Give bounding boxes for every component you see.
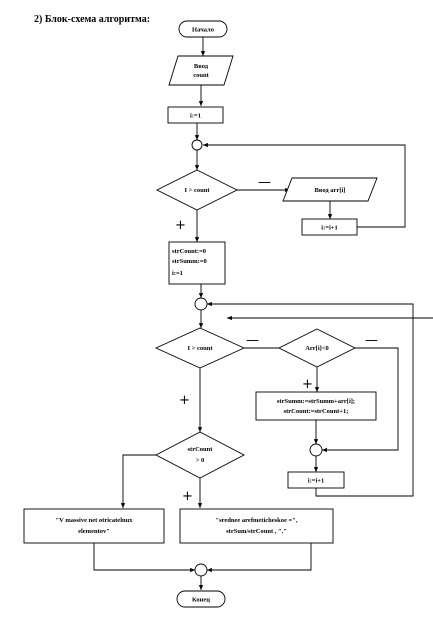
init-i-label: i:=1 [190,113,201,120]
input-count-block: Ввод count [168,55,234,86]
diagram-heading: 2) Блок-схема алгоритма: [34,14,150,25]
arr-negative-label: Arr[i]<0 [305,345,329,352]
accumulate-line-1: strSumm:=strSumm+arr[i]; [277,398,355,405]
accumulate-block: strSumm:=strSumm+arr[i]; strCount:=strCo… [255,391,377,421]
loop1-condition-label: I > count [184,187,210,194]
plus-sign: + [302,377,313,392]
input-arr-label: Ввод arr[i] [315,187,346,194]
init-block-line-3: i:=1 [172,270,183,277]
init-block: strCount:=0 strSumm:=0 i:=1 [168,241,226,285]
minus-sign: — [246,333,259,348]
output-no-negatives-line-1: "V massive net otricatelnux [56,517,134,524]
count-positive-line-2: > 0 [196,457,205,464]
loop2-back-arrow [207,301,414,497]
loop1-condition: I > count [155,169,239,211]
loop1-increment-label: i:=i+1 [321,225,337,232]
start-label: Начало [192,27,214,34]
input-arr-block: Ввод arr[i] [282,177,378,202]
output-average-line-2: strSum/strCount , "." [226,528,287,535]
output-average: "srednee arefmeticheskoe =", strSum/strC… [179,508,334,544]
output-no-negatives: "V massive net otricatelnux elementov" [23,508,165,544]
loop1-increment-block: i:=i+1 [301,218,358,236]
start-terminator: Начало [178,20,228,38]
count-positive-line-1: strCount [188,446,214,453]
count-positive-condition: strCount > 0 [155,431,245,479]
plus-sign: + [179,393,190,408]
merge-arrow-left [93,543,195,573]
end-label: Конец [192,597,210,604]
count-no-arrow [120,454,156,508]
output-no-negatives-line-2: elementov" [78,528,110,535]
loop2-condition: I > count [154,327,246,369]
init-i-block: i:=1 [167,106,224,124]
minus-sign: — [365,333,378,348]
arr-negative-condition: Arr[i]<0 [277,328,357,368]
merge-arrow-right [207,543,312,573]
loop2-connector [194,297,208,311]
minus-sign: — [258,175,271,190]
loop2-increment-block: i:=i+1 [287,471,345,489]
output-average-line-1: "srednee arefmeticheskoe =", [216,517,298,524]
end-terminator: Конец [176,590,226,608]
loop2-increment-label: i:=i+1 [308,478,324,485]
loop1-back-arrow [203,142,406,228]
loop2-condition-label: I > count [187,345,213,352]
input-count-line-2: count [193,72,209,79]
input-count-line-1: Ввод [194,63,209,70]
init-block-line-2: strSumm:=0 [172,258,207,265]
merge-connector [309,443,323,457]
plus-sign: + [182,489,193,504]
plus-sign: + [175,218,186,233]
end-connector [194,563,208,577]
loop1-connector [191,139,203,151]
accumulate-line-2: strCount:=strCount+1; [284,408,349,415]
init-block-line-1: strCount:=0 [172,248,206,255]
arr-no-arrow [322,347,399,453]
